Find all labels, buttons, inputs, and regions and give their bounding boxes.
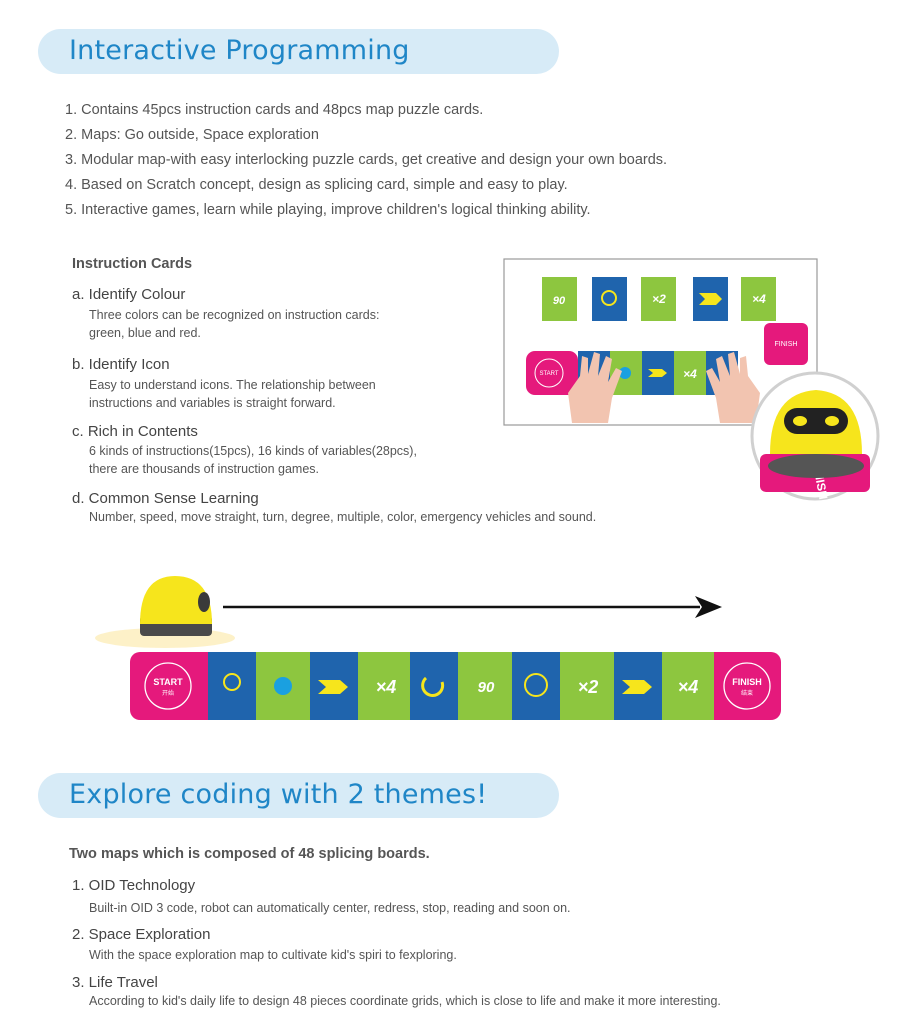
instruction-card [693, 277, 728, 321]
desc-line: instructions and variables is straight f… [89, 395, 336, 410]
feature-item: 2. Maps: Go outside, Space exploration [65, 127, 319, 143]
section-title: Explore coding with 2 themes! [69, 779, 488, 810]
start-card: START 开始 [144, 662, 192, 710]
desc-line: Number, speed, move straight, turn, degr… [89, 510, 597, 524]
svg-text:FINISH: FINISH [775, 341, 798, 348]
instruction-card: ×4 [741, 277, 776, 321]
item-desc: Built-in OID 3 code, robot can automatic… [89, 901, 571, 915]
item-desc: Number, speed, move straight, turn, degr… [89, 509, 596, 527]
robot-path-illustration [95, 576, 722, 648]
finish-card: FINISH 结束 [723, 662, 771, 710]
start-card [526, 351, 578, 395]
svg-text:×2: ×2 [652, 292, 666, 306]
arrow-head-icon [695, 596, 722, 618]
item-desc: Three colors can be recognized on instru… [89, 307, 379, 342]
svg-text:FINISH: FINISH [732, 677, 762, 687]
feature-item: 1. Contains 45pcs instruction cards and … [65, 102, 484, 118]
cards-heading: Instruction Cards [72, 256, 193, 272]
svg-text:×4: ×4 [752, 292, 766, 306]
section-title: Interactive Programming [69, 35, 410, 66]
item-title: 2. Space Exploration [72, 926, 211, 943]
instruction-card [592, 277, 627, 321]
desc-line: Three colors can be recognized on instru… [89, 308, 380, 322]
robot-icon [140, 576, 212, 624]
svg-text:×4: ×4 [678, 677, 699, 697]
item-title: a. Identify Colour [72, 286, 186, 303]
svg-text:×2: ×2 [578, 677, 599, 697]
robot-closeup: FINISH [750, 371, 880, 501]
svg-text:START: START [539, 371, 558, 377]
item-title: 3. Life Travel [72, 974, 158, 991]
arrow-right-icon [318, 680, 348, 694]
hand-left [568, 352, 622, 423]
color-dot-icon [274, 677, 292, 695]
cards-photo: 90 ×2 ×4 FINISH START ×4 FINISH [503, 258, 880, 501]
item-desc: Easy to understand icons. The relationsh… [89, 377, 376, 412]
bulb-icon [223, 673, 241, 691]
feature-list: 1. Contains 45pcs instruction cards and … [65, 98, 667, 223]
finish-card [764, 323, 808, 365]
svg-text:START: START [153, 677, 183, 687]
svg-text:×4: ×4 [376, 677, 397, 697]
item-desc: With the space exploration map to cultiv… [89, 948, 457, 962]
desc-line: green, blue and red. [89, 325, 201, 340]
section-banner: Explore coding with 2 themes! [38, 773, 559, 818]
item-title: d. Common Sense Learning [72, 490, 259, 507]
feature-item: 3. Modular map-with easy interlocking pu… [65, 152, 668, 168]
item-title: b. Identify Icon [72, 356, 170, 373]
feature-item: 5. Interactive games, learn while playin… [65, 202, 591, 218]
speedometer-icon [524, 673, 548, 697]
section-subtitle: Two maps which is composed of 48 splicin… [69, 846, 430, 862]
svg-text:结束: 结束 [741, 689, 753, 697]
item-desc: 6 kinds of instructions(15pcs), 16 kinds… [89, 443, 417, 478]
desc-line: there are thousands of instruction games… [89, 461, 319, 476]
item-title: 1. OID Technology [72, 877, 196, 894]
svg-text:90: 90 [553, 295, 566, 307]
desc-line: 6 kinds of instructions(15pcs), 16 kinds… [89, 444, 417, 458]
svg-text:×4: ×4 [683, 367, 697, 381]
svg-text:90: 90 [478, 679, 495, 696]
section-banner: Interactive Programming [38, 29, 559, 74]
turn-icon [421, 676, 445, 697]
item-desc: According to kid's daily life to design … [89, 994, 721, 1008]
svg-text:开始: 开始 [162, 689, 174, 697]
hand-right [706, 352, 760, 423]
item-title: c. Rich in Contents [72, 423, 198, 440]
instruction-card: 90 [542, 277, 577, 321]
feature-item: 4. Based on Scratch concept, design as s… [65, 177, 568, 193]
instruction-card: ×2 [641, 277, 676, 321]
desc-line: Easy to understand icons. The relationsh… [89, 378, 376, 392]
arrow-right-icon [622, 680, 652, 694]
instruction-track: START 开始 ×4 90 ×2 ×4 FINISH 结束 [130, 652, 781, 720]
